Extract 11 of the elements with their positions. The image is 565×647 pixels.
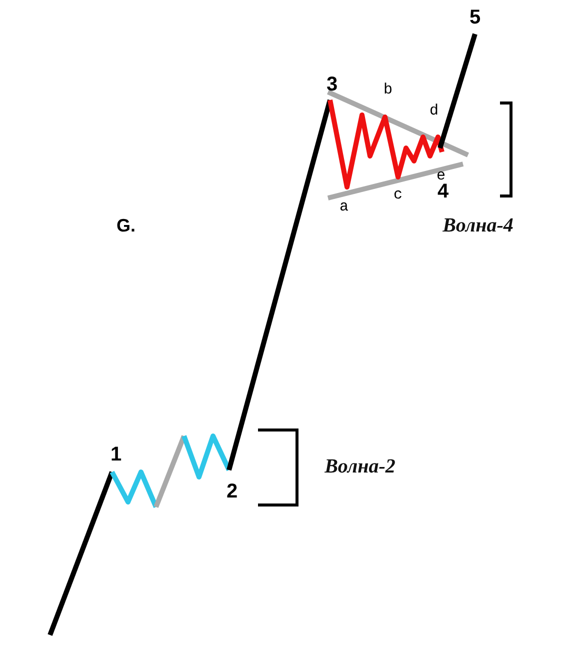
wave-number: 2 (226, 480, 238, 504)
sub-wave-letter: a (340, 198, 348, 216)
wave-number: 1 (110, 444, 122, 466)
corner-mark: G. (116, 216, 136, 236)
wave-number: 5 (469, 6, 481, 30)
sub-wave-letter: d (430, 102, 438, 120)
wave-number: 3 (326, 74, 338, 96)
sub-wave-letter: b (384, 82, 392, 98)
wave-caption: Волна-2 (324, 456, 396, 478)
wave-caption: Волна-4 (442, 214, 514, 238)
sub-wave-letter: c (394, 186, 402, 204)
